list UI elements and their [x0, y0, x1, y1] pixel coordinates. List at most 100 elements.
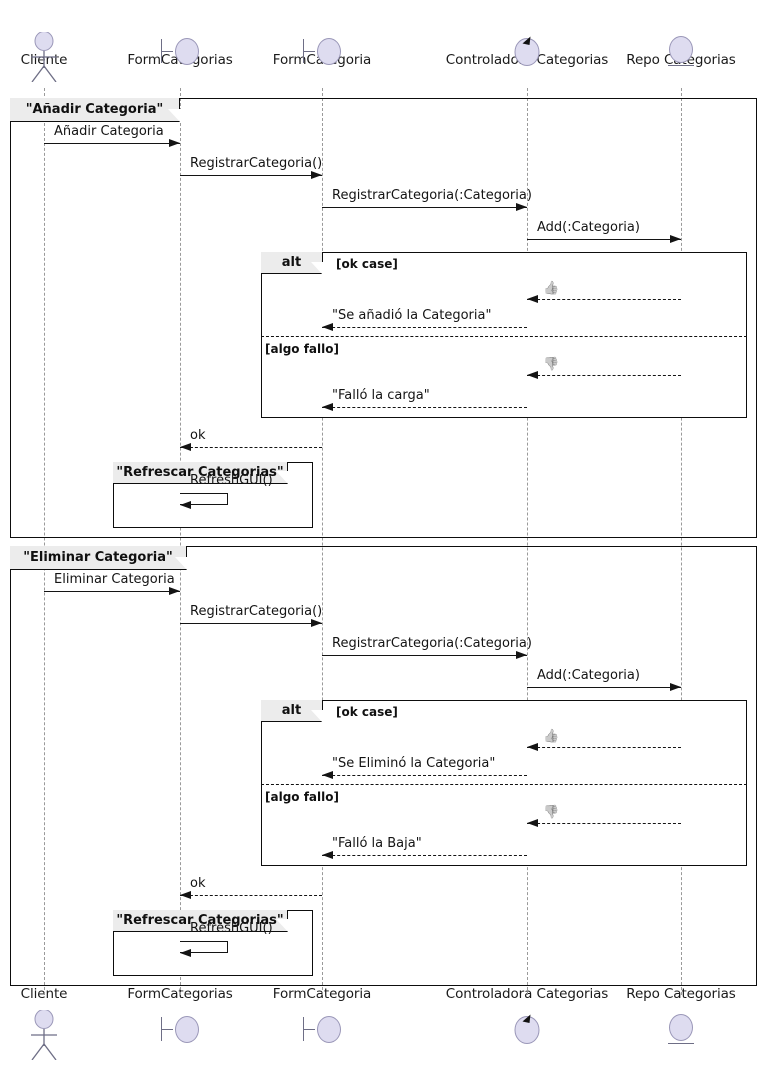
message-eliminar-1-arrowhead	[311, 619, 322, 627]
self-message-box-anadir	[180, 493, 228, 505]
refresh-header-fold-anadir	[276, 471, 289, 485]
return-message-anadir-line	[180, 447, 322, 448]
alt-message-eliminar-1-0-arrowhead	[527, 819, 538, 827]
control-icon-controladora-bottom	[513, 1012, 541, 1044]
alt-message-eliminar-0-0-line	[527, 747, 681, 748]
alt-message-eliminar-1-0-line	[527, 823, 681, 824]
boundary-icon-formcats-bottom	[175, 1016, 199, 1043]
alt-header-fold-eliminar	[311, 710, 323, 723]
control-icon-controladora-top	[513, 34, 541, 66]
message-anadir-2-arrowhead	[516, 203, 527, 211]
refresh-header-fold-eliminar	[276, 919, 289, 933]
return-message-eliminar-label: ok	[190, 876, 206, 891]
message-anadir-2-label: RegistrarCategoria(:Categoria)	[332, 188, 532, 203]
refresh-header-anadir: "Refrescar Categorias"	[113, 462, 288, 484]
fragment-header-eliminar: "Eliminar Categoria"	[10, 546, 187, 570]
self-message-arrowhead-eliminar	[180, 948, 191, 957]
fragment-header-fold-anadir	[168, 109, 181, 123]
self-message-label-anadir: RefreshGUI()	[190, 473, 273, 488]
message-anadir-3-label: Add(:Categoria)	[537, 220, 640, 235]
message-eliminar-3-line	[527, 687, 681, 688]
alt-divider-eliminar-1	[261, 784, 747, 785]
message-eliminar-1-line	[180, 623, 322, 624]
actor-icon-cliente-top	[24, 31, 64, 83]
entity-bar-repo-top	[668, 65, 694, 66]
alt-message-eliminar-0-1-label: "Se Eliminó la Categoria"	[332, 756, 496, 771]
thumbs-up-icon: 👍	[543, 729, 560, 744]
boundary-stem-formcats-bottom	[161, 1029, 173, 1030]
boundary-icon-formcats-top	[175, 38, 199, 65]
message-anadir-1-arrowhead	[311, 171, 322, 179]
message-eliminar-2-line	[322, 655, 527, 656]
alt-message-eliminar-0-1-line	[322, 775, 527, 776]
lifeline-cliente	[44, 88, 45, 995]
message-anadir-2-line	[322, 207, 527, 208]
alt-fragment-eliminar	[261, 700, 747, 866]
alt-message-anadir-1-0-line	[527, 375, 681, 376]
alt-message-anadir-1-1-arrowhead	[322, 403, 333, 411]
fragment-eliminar	[10, 546, 757, 986]
alt-message-anadir-0-1-arrowhead	[322, 323, 333, 331]
message-eliminar-0-arrowhead	[169, 587, 180, 595]
alt-message-anadir-0-1-label: "Se añadió la Categoria"	[332, 308, 492, 323]
return-message-eliminar-line	[180, 895, 322, 896]
message-anadir-0-arrowhead	[169, 139, 180, 147]
alt-divider-anadir-1	[261, 336, 747, 337]
alt-guard-anadir-1: [algo fallo]	[265, 342, 339, 356]
alt-message-anadir-1-0-arrowhead	[527, 371, 538, 379]
entity-icon-repo-top	[669, 36, 693, 63]
fragment-anadir	[10, 98, 757, 538]
message-eliminar-3-label: Add(:Categoria)	[537, 668, 640, 683]
alt-message-anadir-1-1-line	[322, 407, 527, 408]
self-message-arrowhead-anadir	[180, 500, 191, 509]
alt-message-anadir-0-0-line	[527, 299, 681, 300]
alt-message-eliminar-0-1-arrowhead	[322, 771, 333, 779]
return-message-anadir-arrowhead	[180, 443, 191, 451]
message-eliminar-2-arrowhead	[516, 651, 527, 659]
entity-bar-repo-bottom	[668, 1043, 694, 1044]
alt-message-anadir-0-1-line	[322, 327, 527, 328]
message-anadir-3-arrowhead	[670, 235, 681, 243]
message-eliminar-2-label: RegistrarCategoria(:Categoria)	[332, 636, 532, 651]
lifeline-formcats	[180, 88, 181, 995]
boundary-icon-formcat-bottom	[317, 1016, 341, 1043]
alt-fragment-anadir	[261, 252, 747, 418]
refresh-header-eliminar: "Refrescar Categorias"	[113, 910, 288, 932]
thumbs-down-icon: 👎	[543, 357, 560, 372]
message-eliminar-0-line	[44, 591, 180, 592]
lifeline-controladora	[527, 88, 528, 995]
fragment-header-fold-eliminar	[175, 557, 188, 571]
message-anadir-3-line	[527, 239, 681, 240]
thumbs-up-icon: 👍	[543, 281, 560, 296]
lifeline-repo	[681, 88, 682, 995]
lifeline-formcat	[322, 88, 323, 995]
alt-message-anadir-0-0-arrowhead	[527, 295, 538, 303]
return-message-anadir-label: ok	[190, 428, 206, 443]
alt-guard-anadir-0: [ok case]	[336, 257, 398, 271]
alt-message-eliminar-1-1-arrowhead	[322, 851, 333, 859]
alt-guard-eliminar-0: [ok case]	[336, 705, 398, 719]
alt-guard-eliminar-1: [algo fallo]	[265, 790, 339, 804]
entity-icon-repo-bottom	[669, 1014, 693, 1041]
return-message-eliminar-arrowhead	[180, 891, 191, 899]
message-anadir-1-line	[180, 175, 322, 176]
message-anadir-0-label: Añadir Categoria	[54, 124, 164, 139]
alt-header-fold-anadir	[311, 262, 323, 275]
alt-message-eliminar-0-0-arrowhead	[527, 743, 538, 751]
boundary-stem-formcat-bottom	[303, 1029, 315, 1030]
message-anadir-1-label: RegistrarCategoria()	[190, 156, 323, 171]
self-message-label-eliminar: RefreshGUI()	[190, 921, 273, 936]
alt-header-anadir: alt	[261, 252, 323, 274]
self-message-box-eliminar	[180, 941, 228, 953]
message-eliminar-0-label: Eliminar Categoria	[54, 572, 175, 587]
message-eliminar-3-arrowhead	[670, 683, 681, 691]
boundary-icon-formcat-top	[317, 38, 341, 65]
alt-message-eliminar-1-1-label: "Falló la Baja"	[332, 836, 422, 851]
boundary-stem-formcat-top	[303, 51, 315, 52]
message-eliminar-1-label: RegistrarCategoria()	[190, 604, 323, 619]
thumbs-down-icon: 👎	[543, 805, 560, 820]
boundary-stem-formcats-top	[161, 51, 173, 52]
actor-icon-cliente-bottom	[24, 1009, 64, 1061]
fragment-header-anadir: "Añadir Categoria"	[10, 98, 180, 122]
